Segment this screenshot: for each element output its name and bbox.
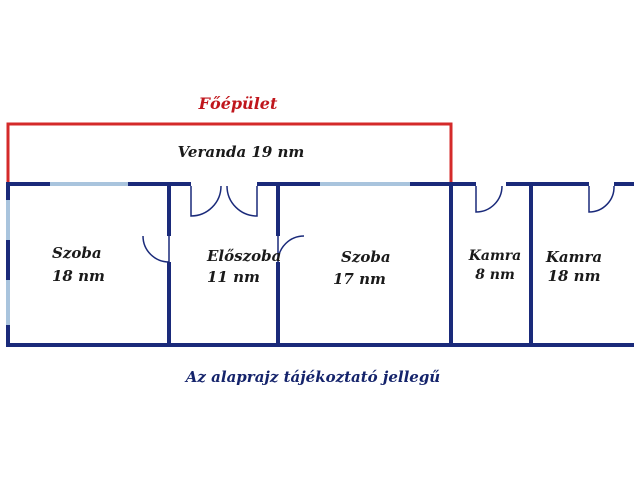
plan-note: Az alaprajz tájékoztató jellegű	[184, 368, 441, 386]
plan-title: Főépület	[198, 94, 278, 113]
room-label-kamra-1: Kamra	[468, 248, 522, 264]
szoba-2-door	[277, 235, 305, 263]
doors	[142, 185, 615, 263]
room-area-kamra-2: 18 nm	[548, 267, 601, 285]
room-area-kamra-1: 8 nm	[475, 267, 515, 283]
double-door-right	[226, 185, 258, 217]
szoba-1-door	[142, 235, 170, 263]
room-label-eloszoba: Előszoba	[206, 247, 281, 265]
room-label-kamra-2: Kamra	[545, 248, 602, 266]
kamra-2-door	[588, 185, 615, 213]
windows	[6, 182, 410, 325]
double-door-left	[190, 185, 222, 217]
room-area-szoba-1: 18 nm	[52, 267, 105, 285]
room-area-eloszoba: 11 nm	[207, 268, 260, 286]
room-label-szoba-2: Szoba	[341, 248, 391, 266]
room-label-veranda: Veranda 19 nm	[178, 143, 305, 161]
room-area-szoba-2: 17 nm	[333, 270, 386, 288]
veranda-outline	[6, 122, 453, 183]
room-label-szoba-1: Szoba	[52, 244, 102, 262]
walls	[6, 182, 634, 347]
kamra-1-door	[475, 185, 503, 213]
